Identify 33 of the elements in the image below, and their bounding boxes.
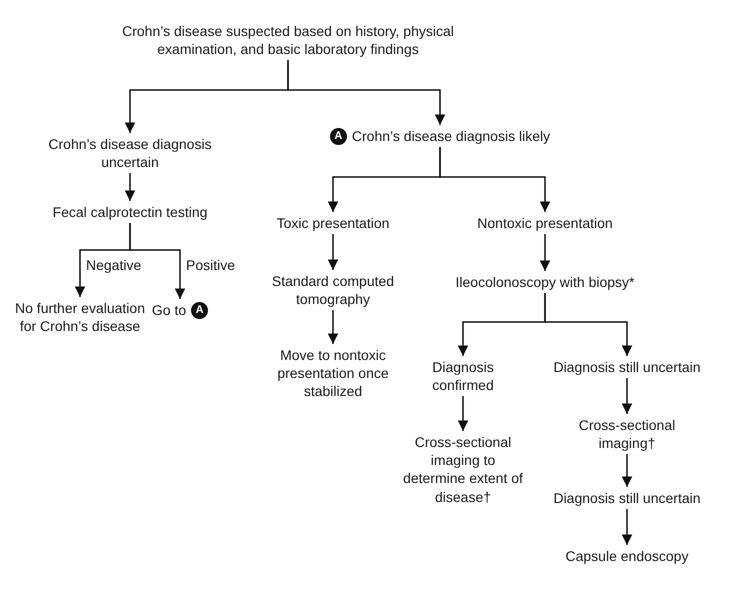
arrow <box>328 310 338 344</box>
node-label: Move to nontoxic presentation once stabilized <box>258 344 408 403</box>
arrow <box>622 454 632 487</box>
node-label: Toxic presentation <box>253 212 413 234</box>
node-label: Nontoxic presentation <box>455 212 635 234</box>
node-label: Fecal calprotectin testing <box>30 201 230 224</box>
node-label: Cross-sectional imaging to determine extent of disease† <box>398 431 528 508</box>
node-label: Diagnosis still uncertain <box>537 487 717 510</box>
node-label: Ileocolonoscopy with biopsy* <box>435 271 655 294</box>
arrow <box>540 234 550 271</box>
arrow <box>544 293 632 356</box>
arrow <box>328 234 338 270</box>
edge-label: Negative <box>84 257 144 273</box>
arrow <box>124 173 136 201</box>
arrow <box>622 378 632 414</box>
node-label: No further evaluation for Crohn’s disease <box>15 297 145 338</box>
node-label: Cross-sectional imaging† <box>562 414 692 454</box>
step-badge: A <box>330 128 347 145</box>
arrow <box>622 509 632 545</box>
node-label: Crohn’s disease suspected based on history, physical examination, and basic laboratory findings <box>98 20 478 60</box>
node-label: Capsule endoscopy <box>547 545 707 568</box>
node-label: Diagnosis confirmed <box>408 356 518 396</box>
arrow <box>129 223 186 299</box>
step-badge: A <box>191 302 208 319</box>
node-label: Crohn’s disease diagnosis uncertain <box>45 133 215 174</box>
arrow <box>458 396 468 431</box>
node-label: Go to <box>152 301 186 320</box>
edge-label: Positive <box>184 257 238 273</box>
arrow <box>439 147 550 212</box>
node-label: Standard computed tomography <box>253 270 413 310</box>
node-label: Diagnosis still uncertain <box>537 356 717 378</box>
node-label: Crohn’s disease diagnosis likely <box>352 127 550 146</box>
arrow <box>287 60 446 125</box>
